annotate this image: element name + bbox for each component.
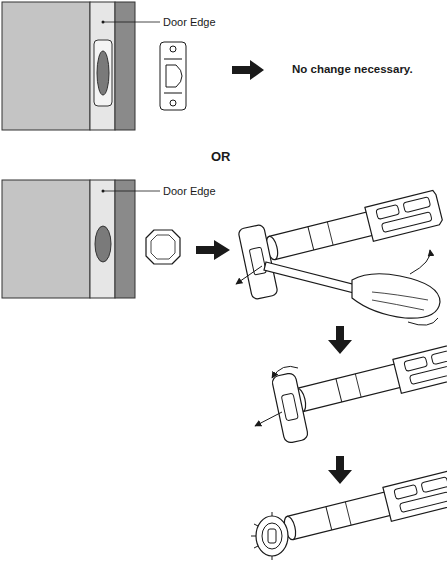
door-edge <box>90 180 115 298</box>
round-collar <box>251 512 288 560</box>
latch-bolt <box>268 529 276 543</box>
round-collar-icon <box>151 235 175 259</box>
latch-body <box>263 190 443 267</box>
latch-body <box>291 342 447 419</box>
collar-inner <box>262 523 282 549</box>
handle-groove <box>372 292 428 300</box>
latch-bolt <box>281 393 298 421</box>
door-side <box>115 2 135 130</box>
leader-line <box>103 22 160 23</box>
faceplate-outline <box>238 224 278 300</box>
latch-bolt <box>166 65 182 87</box>
door-side <box>115 180 135 298</box>
faceplate-marking <box>164 92 182 94</box>
door-edge <box>90 2 115 130</box>
bore-hole <box>97 51 109 95</box>
collar-teeth <box>251 512 272 560</box>
flow-arrow <box>328 456 352 484</box>
faceplate-outline <box>271 372 309 444</box>
handle-groove <box>372 300 424 310</box>
latch-faceplate <box>238 224 278 300</box>
pull-arrow <box>236 266 262 284</box>
note-text: No change necessary. <box>292 63 413 76</box>
pull-arrow <box>255 412 282 426</box>
screw-hole <box>170 46 176 52</box>
flow-arrow <box>232 60 264 80</box>
latch-body <box>281 470 447 547</box>
callout-label: Door Edge <box>163 16 216 28</box>
latch-bolt <box>249 247 266 275</box>
latch-faceplate <box>271 372 309 444</box>
bore-hole <box>95 226 111 262</box>
callout-label: Door Edge <box>163 185 216 197</box>
screwdriver-shaft <box>264 262 356 293</box>
leader-dot <box>102 190 105 193</box>
rotate-arrow <box>272 366 298 378</box>
faceplate-marking <box>164 58 182 60</box>
separator-text: OR <box>211 150 231 164</box>
screw-hole <box>170 100 176 106</box>
rotate-arrow <box>410 250 430 274</box>
leader-line <box>103 191 160 192</box>
latch-faceplate <box>160 42 186 110</box>
round-collar-icon <box>146 230 180 264</box>
faceplate-mortise <box>94 40 112 106</box>
flow-arrow <box>328 326 352 354</box>
door-face <box>2 2 90 130</box>
leader-dot <box>102 21 105 24</box>
flow-arrow <box>196 240 230 260</box>
screwdriver-handle <box>352 274 440 318</box>
door-face <box>2 180 90 298</box>
collar-outer <box>256 516 288 556</box>
rotate-arrow <box>408 318 438 325</box>
